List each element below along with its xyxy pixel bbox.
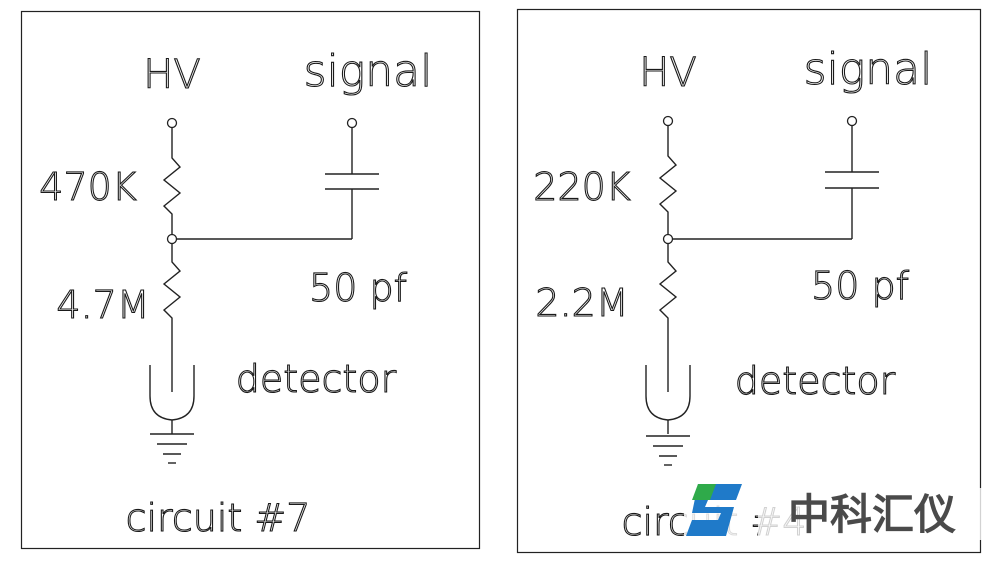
hv-terminal [662,115,674,127]
detector-label: detector [236,357,397,401]
resistor-top [658,125,678,235]
ground-symbol [646,435,690,466]
circuit-panel-1: HV signal 470K 50 pf 4.7M [20,10,481,550]
junction-node [662,233,674,245]
hv-label: HV [143,52,200,98]
resistor-bottom-label: 4.7M [56,283,149,327]
detector-symbol [149,337,195,434]
hv-terminal [166,117,178,129]
watermark-text: 中科汇仪 [788,490,956,539]
signal-terminal [346,117,358,129]
capacitor [176,127,379,240]
signal-label: signal [304,46,433,97]
junction-node [166,233,178,245]
hv-label: HV [639,50,696,96]
watermark-logo-icon [684,480,746,544]
panel-frame [20,10,481,550]
capacitor [672,125,879,240]
signal-terminal [846,115,858,127]
resistor-top-label: 220K [533,165,631,209]
resistor-bottom [658,243,678,337]
resistor-bottom [162,243,182,337]
capacitor-label: 50 pf [309,266,408,310]
signal-label: signal [804,44,933,95]
circuit-label: circuit #7 [126,496,311,540]
resistor-top [162,127,182,235]
detector-label: detector [735,359,896,403]
resistor-top-label: 470K [39,165,137,209]
detector-symbol [645,337,691,434]
ground-symbol [150,433,194,464]
capacitor-label: 50 pf [811,264,910,308]
circuit-panel-2: HV signal 220K 50 pf 2.2M [516,8,982,554]
resistor-bottom-label: 2.2M [535,281,628,325]
watermark: 中科汇仪 [684,480,986,544]
panel-frame [516,8,982,554]
